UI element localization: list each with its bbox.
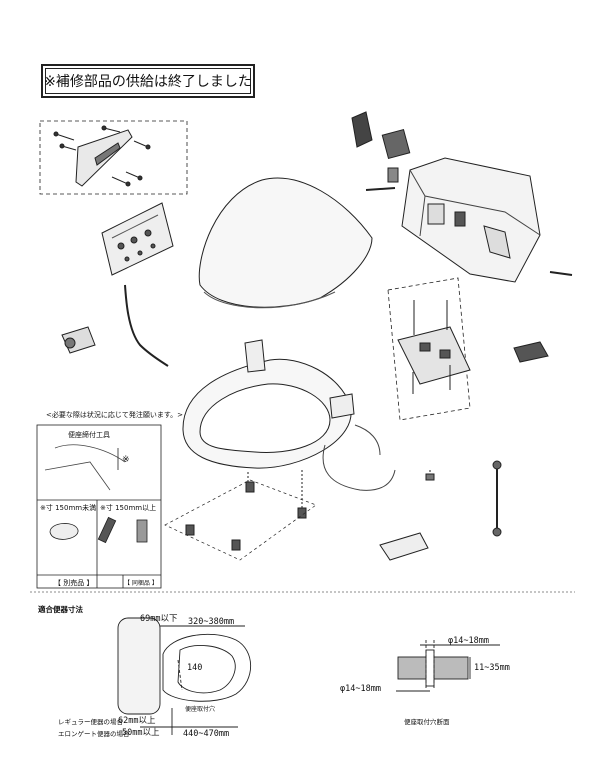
discontinued-notice: ※補修部品の供給は終了しました [41, 64, 255, 98]
tool-note: <必要な際は状況に応じて発注願います。> [46, 411, 184, 419]
mounting-plate-frame [39, 120, 188, 195]
hole-label: 便座取付穴 [185, 706, 216, 713]
tool-right-label: ※寸 150mm以上 [100, 504, 157, 512]
tool-footer-right: 【 同梱品 】 [124, 580, 158, 587]
toilet-lid [198, 177, 373, 308]
notice-text: ※補修部品の供給は終了しました [44, 74, 252, 90]
main-unit [401, 157, 541, 283]
section-dim-thick: 11~35mm [474, 663, 510, 673]
dim-320: 320~380mm [188, 617, 235, 627]
tool-footer-left: 【 別売品 】 [54, 579, 94, 587]
dim-69: 69mm以下 [140, 614, 178, 624]
dim-440: 440~470mm [183, 729, 230, 739]
adapter-icon [136, 519, 148, 543]
tool-title: 便座締付工具 [68, 431, 110, 439]
section-dim-top: φ14~18mm [448, 636, 489, 646]
hole-section-drawing [396, 640, 500, 692]
seat-wrench-icon [49, 523, 79, 540]
tool-left-label: ※寸 150mm未満 [40, 504, 97, 512]
tool-mark: ※ [122, 455, 130, 465]
elongated-label: エロンゲート便器の場合 [58, 730, 130, 738]
regular-value: 62mm以上 [118, 716, 156, 726]
wrench-tool [379, 532, 429, 561]
bowl-dimension-drawing [117, 617, 251, 735]
elongated-value: 50mm以上 [122, 728, 160, 738]
section-caption: 便座取付穴断面 [404, 718, 450, 726]
dims-title: 適合便器寸法 [38, 605, 83, 614]
dim-140: 140 [187, 663, 203, 673]
section-dim-bottom: φ14~18mm [340, 684, 381, 694]
control-panel [101, 202, 174, 276]
tool-box-frame [36, 424, 162, 589]
socket-tool-icon [97, 516, 117, 544]
base-plate [397, 326, 471, 385]
regular-label: レギュラー便器の場合 [58, 718, 123, 726]
deodorizer-filter [351, 111, 373, 148]
